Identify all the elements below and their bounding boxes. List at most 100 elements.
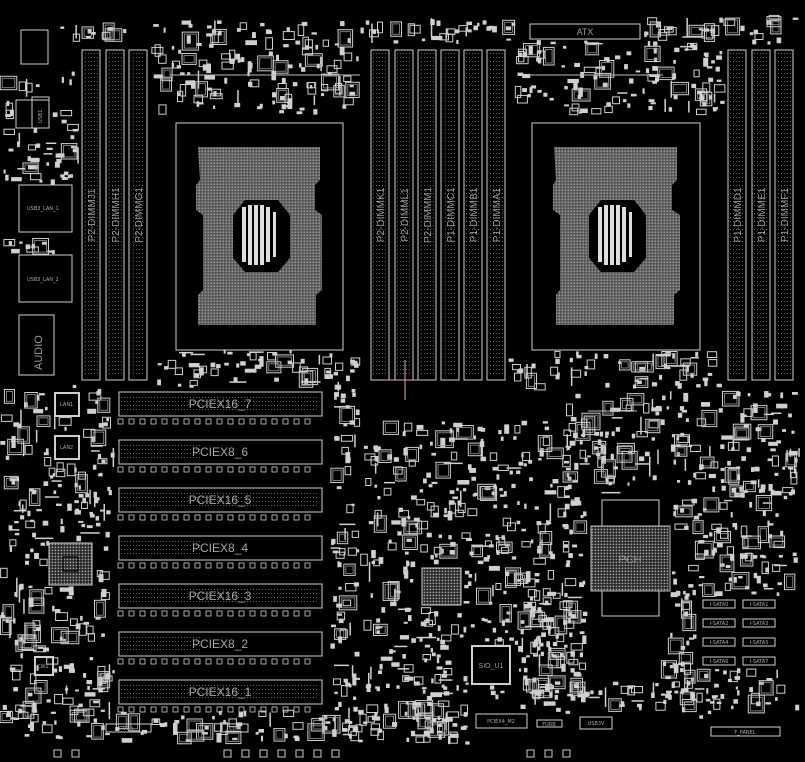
dimm-label: P2-DIMMH1	[111, 187, 122, 242]
sata-connector[interactable]: I-SATA4	[702, 637, 736, 647]
dimm-label: P2-DIMML1	[400, 188, 411, 242]
lan2-label: LAN2	[60, 445, 73, 451]
lan2-chip[interactable]: LAN2	[54, 435, 80, 460]
bmc-bga-chip[interactable]	[48, 542, 93, 586]
usb3-lan-2-label: USB3_LAN_2	[27, 277, 59, 283]
m2-label: PCIEX4_M2	[487, 719, 515, 725]
pad	[313, 749, 322, 758]
pad	[295, 749, 304, 758]
pad	[277, 749, 286, 758]
dimm-slot[interactable]: P1-DIMMB1	[463, 49, 483, 381]
pad	[53, 749, 62, 758]
middle-bga-chip[interactable]	[421, 567, 462, 606]
usb-label: USB1	[38, 110, 44, 123]
dimm-slot[interactable]: P1-DIMME1	[751, 49, 771, 381]
dimm-slot[interactable]: P2-DIMMJ1	[81, 49, 101, 381]
pcie-slot[interactable]: PCIEX8_6	[117, 439, 323, 473]
cpu-center-pads	[242, 205, 276, 265]
dimm-slot[interactable]: P1-DIMMA1	[486, 49, 506, 381]
sata-label: I-SATA1	[750, 602, 769, 608]
dimm-label: P1-DIMMB1	[469, 187, 480, 242]
sio-chip[interactable]: SIO_U1	[471, 645, 511, 685]
sata-label: I-SATA6	[710, 659, 729, 665]
pcie-slots: PCIEX16_7PCIEX8_6PCIEX16_5PCIEX8_4PCIEX1…	[117, 391, 323, 713]
dimm-label: P2-DIMMG1	[134, 187, 145, 243]
audio-label: AUDIO	[33, 335, 45, 370]
cursor-crosshair	[385, 360, 425, 400]
dimm-slot[interactable]: P1-DIMMD1	[727, 49, 747, 381]
mounting-pads	[53, 749, 571, 758]
pch-label: PCH	[618, 554, 641, 566]
f-panel-label: F_PANEL	[734, 730, 755, 736]
sata-connector[interactable]: I-SATA3	[742, 618, 776, 628]
sata-connector[interactable]: I-SATA0	[702, 599, 736, 609]
com-header[interactable]: COM	[221, 723, 249, 733]
sata-connector[interactable]: I-SATA5	[742, 637, 776, 647]
vga-header[interactable]: VGA	[105, 723, 152, 733]
cw1-chip[interactable]: CW1	[34, 656, 54, 676]
sata-connector[interactable]: I-SATA7	[742, 656, 776, 666]
sata-label: I-SATA0	[710, 602, 729, 608]
pcie-slot[interactable]: PCIEX8_2	[117, 631, 323, 665]
pcie-slot[interactable]: PCIEX16_1	[117, 679, 323, 713]
sata-connector[interactable]: I-SATA2	[702, 618, 736, 628]
pad	[71, 749, 80, 758]
pcie-slot[interactable]: PCIEX16_7	[117, 391, 323, 425]
pad	[223, 749, 232, 758]
smd-components	[0, 14, 800, 745]
dimm-slot[interactable]: P1-DIMMC1	[440, 49, 460, 381]
dimm-slot[interactable]: P1-DIMMF1	[774, 49, 794, 381]
pcie-slot-label: PCIEX16_5	[189, 493, 252, 507]
pcie-slot-label: PCIEX8_6	[192, 445, 248, 459]
pcie-slot[interactable]: PCIEX16_5	[117, 487, 323, 521]
front-usb-header[interactable]: FURB	[536, 719, 563, 728]
dimm-slot[interactable]: P2-DIMML1	[394, 49, 414, 381]
lan1-chip[interactable]: LAN1	[54, 392, 80, 417]
audio-connector[interactable]: AUDIO	[18, 314, 55, 376]
pch-chip[interactable]: PCH	[590, 499, 671, 617]
cpu-center-pads	[598, 205, 632, 265]
usb3-label: USB3V	[588, 721, 605, 727]
dimm-slot[interactable]: P2-DIMMK1	[370, 49, 390, 381]
dimm-slot[interactable]: P2-DIMMM1	[417, 49, 437, 381]
cpu-socket-p2[interactable]	[175, 122, 344, 351]
pad	[526, 749, 535, 758]
pad	[241, 749, 250, 758]
atx-label: ATX	[577, 27, 594, 37]
sio-label: SIO_U1	[479, 663, 504, 670]
pcie-slot-label: PCIEX8_2	[192, 637, 248, 651]
pcie-slot[interactable]: PCIEX8_4	[117, 535, 323, 569]
dimm-slots: P2-DIMMJ1 P2-DIMMH1 P2-DIMMG1 P2-DIMMK1 P2-D…	[81, 49, 794, 381]
pad	[544, 749, 553, 758]
usb3-lan-1-label: USB3_LAN_1	[27, 206, 59, 212]
usb3-header[interactable]: USB3V	[579, 716, 613, 730]
pcie-slot-label: PCIEX16_3	[189, 589, 252, 603]
dimm-label: P2-DIMMK1	[376, 187, 387, 242]
f-panel-header[interactable]: F_PANEL	[710, 726, 781, 737]
pcie-slot-label: PCIEX16_7	[189, 397, 252, 411]
usb-port[interactable]: USB1	[15, 29, 50, 129]
pcie-slot-label: PCIEX8_4	[192, 541, 248, 555]
sata-label: I-SATA3	[750, 621, 769, 627]
dimm-slot[interactable]: P2-DIMMH1	[105, 49, 125, 381]
dimm-slot[interactable]: P2-DIMMG1	[128, 49, 148, 381]
sata-connector[interactable]: I-SATA6	[702, 656, 736, 666]
pad	[259, 749, 268, 758]
sata-connector[interactable]: I-SATA1	[742, 599, 776, 609]
usb3-lan-1-connector[interactable]: USB3_LAN_1	[18, 184, 73, 233]
dimm-label: P1-DIMMA1	[492, 187, 503, 242]
usb3-lan-2-connector[interactable]: USB3_LAN_2	[18, 254, 73, 303]
front-usb-label: FURB	[542, 722, 556, 728]
dimm-label: P1-DIMMD1	[733, 187, 744, 242]
pcie-slot[interactable]: PCIEX16_3	[117, 583, 323, 617]
m2-slot[interactable]: PCIEX4_M2	[475, 713, 528, 729]
com-label: COM	[229, 726, 241, 732]
dimm-label: P1-DIMME1	[757, 187, 768, 242]
cpu-socket-p1[interactable]	[531, 122, 701, 351]
pcie-slot-label: PCIEX16_1	[189, 685, 252, 699]
sata-label: I-SATA7	[750, 659, 769, 665]
atx-power-connector[interactable]: ATX	[529, 23, 641, 40]
vga-label: VGA	[123, 726, 134, 732]
